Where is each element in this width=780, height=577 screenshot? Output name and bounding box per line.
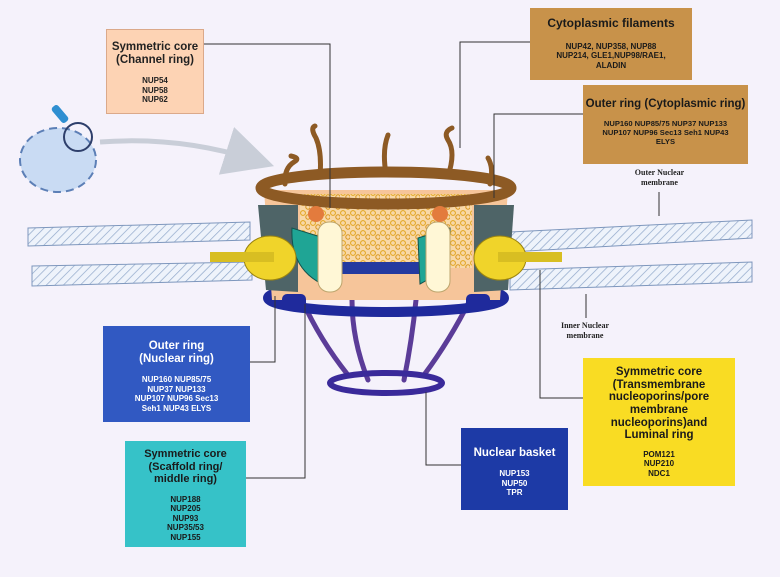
nuclear-basket-proteins: NUP153 NUP50 TPR bbox=[499, 469, 530, 498]
outer-ring-cytoplasmic-title: Outer ring (Cytoplasmic ring) bbox=[585, 98, 746, 110]
cytoplasmic-filaments-proteins: NUP42, NUP358, NUP88 NUP214, GLE1,NUP98/… bbox=[556, 41, 666, 70]
outer-ring-cytoplasmic-proteins: NUP160 NUP85/75 NUP37 NUP133 NUP107 NUP9… bbox=[602, 119, 729, 147]
nuclear-basket-box: Nuclear basket NUP153 NUP50 TPR bbox=[461, 428, 568, 510]
channel-ring-title: Symmetric core (Channel ring) bbox=[111, 41, 199, 67]
channel-ring-proteins: NUP54 NUP58 NUP62 bbox=[142, 76, 168, 105]
scaffold-ring-proteins: NUP188 NUP205 NUP93 NUP35/53 NUP155 bbox=[167, 494, 204, 542]
outer-ring-nuclear-box: Outer ring (Nuclear ring) NUP160 NUP85/7… bbox=[103, 326, 250, 422]
leader-lines bbox=[200, 41, 660, 479]
nuclear-basket-title: Nuclear basket bbox=[473, 447, 556, 459]
outer-membrane-label: Outer Nuclear membrane bbox=[634, 168, 685, 187]
outer-ring-nuclear-proteins: NUP160 NUP85/75 NUP37 NUP133 NUP107 NUP9… bbox=[134, 375, 219, 413]
cytoplasmic-filaments-title: Cytoplasmic filaments bbox=[547, 16, 675, 30]
inner-membrane-label: Inner Nuclear membrane bbox=[560, 321, 610, 340]
scaffold-ring-title: Symmetric core (Scaffold ring/ middle ri… bbox=[144, 448, 227, 486]
zoom-arrow-icon bbox=[99, 127, 275, 175]
outer-ring-cytoplasmic-box: Outer ring (Cytoplasmic ring) NUP160 NUP… bbox=[583, 85, 748, 164]
nuclear-membranes bbox=[27, 219, 753, 291]
cytoplasmic-filaments-box: Cytoplasmic filaments NUP42, NUP358, NUP… bbox=[530, 8, 692, 80]
transmembrane-proteins: POM121 NUP210 NDC1 bbox=[643, 449, 675, 478]
transmembrane-box: Symmetric core (Transmembrane nucleopori… bbox=[583, 358, 735, 486]
outer-ring-nuclear-title: Outer ring (Nuclear ring) bbox=[139, 340, 214, 366]
transmembrane-title: Symmetric core (Transmembrane nucleopori… bbox=[608, 366, 710, 442]
channel-ring-box: Symmetric core (Channel ring) NUP54 NUP5… bbox=[106, 29, 204, 114]
npc-body bbox=[210, 123, 562, 317]
cell-icon bbox=[19, 127, 97, 193]
scaffold-ring-box: Symmetric core (Scaffold ring/ middle ri… bbox=[125, 441, 246, 547]
magnifier-icon bbox=[51, 104, 93, 152]
